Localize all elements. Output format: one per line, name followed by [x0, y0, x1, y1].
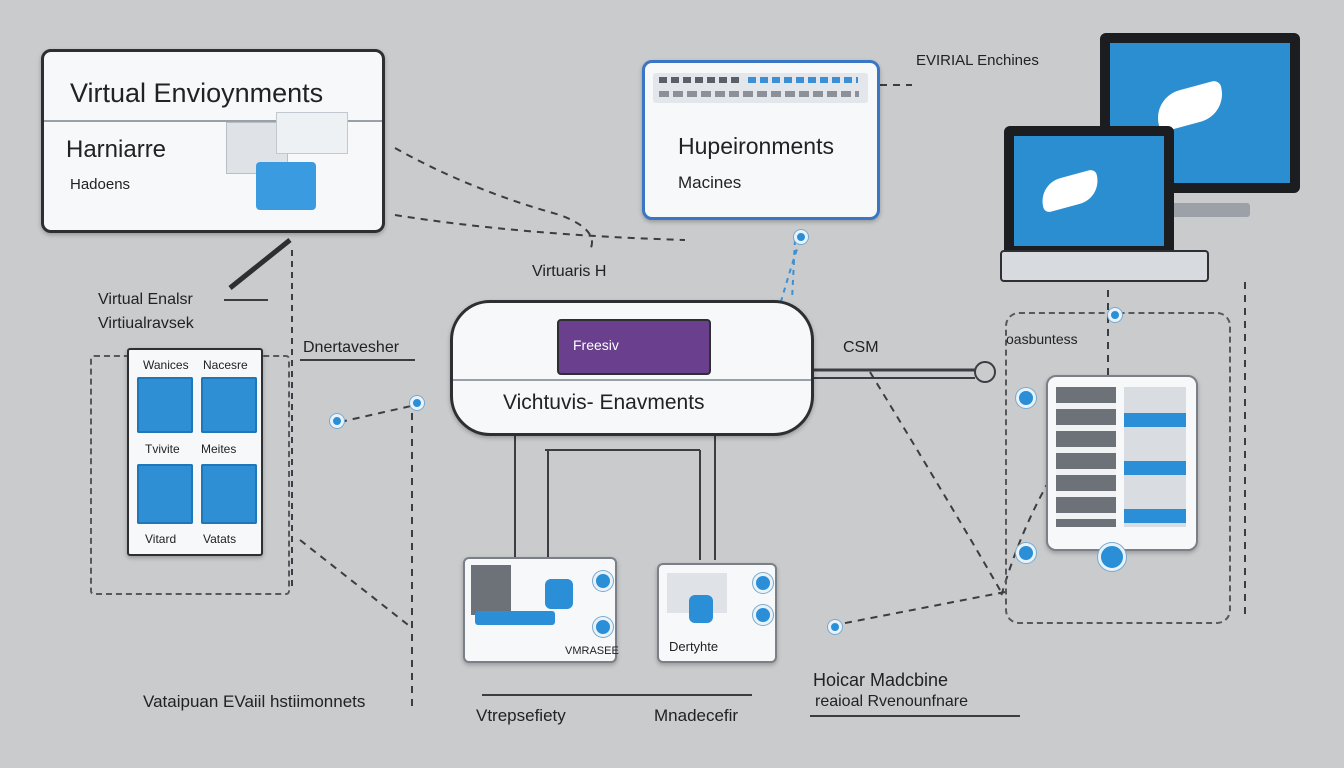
- bottom-label-right-1: Hoicar Madcbine: [813, 670, 949, 690]
- right-device: Dertyhte: [657, 563, 777, 663]
- device-label: Dertyhte: [669, 639, 719, 654]
- server-rack: [1046, 375, 1198, 551]
- tile-label: Meites: [201, 442, 237, 456]
- tile-label: Wanices: [143, 358, 189, 372]
- card-title: Virtual Envioynments: [70, 78, 324, 108]
- hub-divider: [453, 379, 811, 381]
- tile-window[interactable]: [137, 377, 193, 433]
- central-hub: Freesiv Vichtuvis- Enavments: [450, 300, 814, 436]
- hub-badge: Freesiv: [557, 319, 711, 375]
- server-illustration-icon: [216, 112, 356, 212]
- bottom-label-left: Vataipuan EVaiil hstiimonnets: [143, 692, 366, 711]
- status-dot-icon[interactable]: [593, 571, 613, 591]
- card-caption: Macines: [678, 173, 742, 192]
- status-dot-icon[interactable]: [1016, 543, 1036, 563]
- top-right-label: EVIRIAL Enchines: [916, 52, 1039, 69]
- bottom-label-right-2: reaioal Rvenounfnare: [815, 693, 968, 710]
- tile-label: Nacesre: [203, 358, 248, 372]
- bottom-label-center-right: Mnadecefir: [654, 706, 739, 725]
- left-label-2: Virtiualravsek: [98, 315, 194, 332]
- right-panel-label: oasbuntess: [1006, 331, 1078, 347]
- laptop-icon: [1000, 126, 1210, 286]
- hub-title: Vichtuvis- Enavments: [503, 391, 705, 414]
- tile-label: Vitard: [145, 532, 177, 546]
- virtual-environments-card: Virtual Envioynments Harniarre Hadoens: [41, 49, 385, 233]
- card-divider: [44, 120, 382, 122]
- link-dot-icon[interactable]: [794, 230, 808, 244]
- status-dot-icon[interactable]: [1016, 388, 1036, 408]
- grid-panel: Wanices Nacesre Tvivite Meites Vitard Va…: [127, 348, 263, 556]
- keyboard-strip-icon: [653, 73, 868, 103]
- right-connector-label: CSM: [843, 339, 879, 356]
- left-device: VMRASEE: [463, 557, 619, 663]
- link-dot-icon[interactable]: [828, 620, 842, 634]
- left-label-1: Virtual Enalsr: [98, 291, 193, 308]
- link-dot-icon[interactable]: [330, 414, 344, 428]
- status-dot-icon[interactable]: [753, 605, 773, 625]
- tile-window[interactable]: [201, 464, 257, 524]
- status-dot-icon[interactable]: [753, 573, 773, 593]
- status-dot-icon[interactable]: [593, 617, 613, 637]
- tile-label: Tvivite: [145, 442, 180, 456]
- hypervisor-card: Hupeironments Macines: [642, 60, 880, 220]
- status-dot-icon[interactable]: [1098, 543, 1126, 571]
- link-dot-icon[interactable]: [410, 396, 424, 410]
- card-subtitle: Harniarre: [66, 136, 167, 163]
- hub-label: Virtuaris H: [532, 263, 607, 280]
- bottom-label-center-left: Vtrepsefiety: [476, 706, 566, 725]
- status-dot-icon[interactable]: [1108, 308, 1122, 322]
- tile-window[interactable]: [137, 464, 193, 524]
- connector-label: Dnertavesher: [303, 339, 400, 356]
- card-title: Hupeironments: [678, 133, 834, 159]
- desktop-monitor-icon: [1100, 33, 1300, 233]
- tile-label: Vatats: [203, 532, 237, 546]
- hub-badge-text: Freesiv: [573, 337, 619, 353]
- card-caption: Hadoens: [70, 176, 131, 193]
- device-label: VMRASEE: [565, 645, 619, 657]
- tile-window[interactable]: [201, 377, 257, 433]
